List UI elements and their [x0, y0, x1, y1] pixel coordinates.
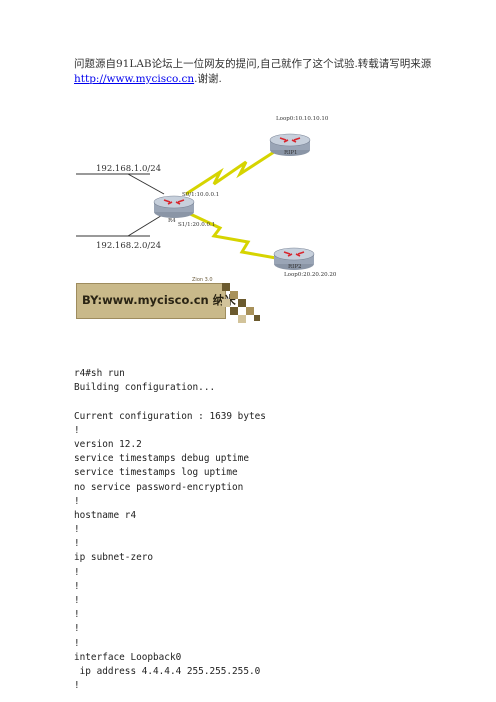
network-label-bottom: 192.168.2.0/24: [96, 241, 161, 251]
network-label-top: 192.168.1.0/24: [96, 164, 161, 174]
rip1-label: RIP1: [284, 150, 298, 156]
config-line: !: [74, 623, 80, 635]
router-rip1: [269, 133, 311, 156]
router-r4: [153, 195, 195, 218]
intro-paragraph: 问题源自91LAB论坛上一位网友的提问,自己就作了这个试验.转载请写明来源 htt…: [74, 57, 434, 87]
config-line: Building configuration...: [74, 382, 216, 394]
config-line: !: [74, 566, 80, 578]
network-diagram: 192.168.1.0/24 192.168.2.0/24 R4 S0/1:10…: [76, 116, 337, 278]
serial-link-rip1: [185, 150, 275, 196]
watermark-banner: Zion 3.0 BY:www.mycisco.cn 纳米: [72, 277, 264, 327]
banner-text: BY:www.mycisco.cn 纳米: [82, 293, 236, 307]
banner-small-text: Zion 3.0: [192, 277, 213, 283]
config-line: ip subnet-zero: [74, 552, 154, 564]
intro-thanks: .谢谢.: [194, 73, 222, 85]
config-line: !: [74, 495, 80, 507]
config-line: Current configuration : 1639 bytes: [74, 410, 266, 422]
config-line: version 12.2: [74, 438, 142, 450]
lan-link-bottom: [127, 213, 165, 237]
banner-squares: [222, 283, 260, 323]
config-line: !: [74, 580, 80, 592]
config-line: no service password-encryption: [74, 481, 244, 493]
lan-link-top: [127, 173, 165, 195]
config-line: hostname r4: [74, 509, 137, 521]
config-line: interface Loopback0: [74, 651, 182, 663]
s11-label: S1/1:20.0.0.1: [178, 222, 215, 228]
rip2-label: RIP2: [288, 264, 302, 270]
config-line: service timestamps debug uptime: [74, 453, 249, 465]
config-line: !: [74, 538, 80, 550]
config-line: service timestamps log uptime: [74, 467, 238, 479]
config-line: r4#sh run: [74, 368, 125, 379]
config-line: !: [74, 637, 80, 649]
rip2-loopback-label: Loop0:20.20.20.20: [284, 272, 337, 278]
rip1-loopback-label: Loop0:10.10.10.10: [276, 116, 329, 122]
config-line: [74, 395, 266, 409]
r4-label: R4: [168, 218, 176, 224]
intro-text: 问题源自91LAB论坛上一位网友的提问,自己就作了这个试验.转载请写明来源: [74, 58, 432, 70]
config-line: !: [74, 424, 80, 436]
source-link[interactable]: http://www.mycisco.cn: [74, 73, 195, 85]
s01-label: S0/1:10.0.0.1: [182, 192, 219, 198]
config-line: !: [74, 680, 80, 692]
config-line: !: [74, 595, 80, 606]
config-line: !: [74, 609, 80, 621]
config-line: ip address 4.4.4.4 255.255.255.0: [74, 665, 261, 677]
router-rip2: [273, 247, 315, 270]
config-line: !: [74, 524, 80, 536]
serial-link-rip2: [185, 210, 277, 260]
